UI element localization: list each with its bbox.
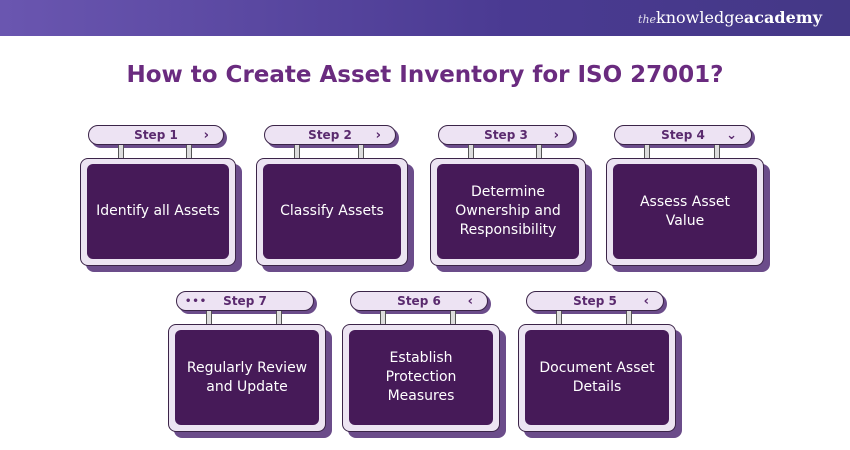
step-frame: Assess Asset Value — [606, 158, 764, 266]
step-text: Assess Asset Value — [613, 164, 757, 259]
header-bar: theknowledgeacademy — [0, 0, 850, 36]
logo-academy: academy — [743, 8, 822, 27]
logo: theknowledgeacademy — [638, 8, 822, 27]
logo-the: the — [638, 13, 657, 26]
post — [556, 311, 562, 325]
step-card-5: Step 5 ‹ Document Asset Details — [518, 291, 676, 439]
step-frame: Establish Protection Measures — [342, 324, 500, 432]
post — [358, 145, 364, 159]
step-tag: Step 6 ‹ — [350, 291, 488, 311]
step-frame: Classify Assets — [256, 158, 408, 266]
step-frame: Document Asset Details — [518, 324, 676, 432]
logo-knowledge: knowledge — [656, 8, 744, 27]
step-text: Regularly Review and Update — [175, 330, 319, 425]
step-card-4: Step 4 ⌄ Assess Asset Value — [606, 125, 764, 273]
step-card-7: ••• Step 7 Regularly Review and Update — [168, 291, 326, 439]
step-card-6: Step 6 ‹ Establish Protection Measures — [342, 291, 500, 439]
post — [714, 145, 720, 159]
step-label: Step 7 — [223, 294, 267, 308]
chevron-down-icon: ⌄ — [726, 127, 737, 143]
step-text: Document Asset Details — [525, 330, 669, 425]
step-frame: Determine Ownership and Responsibility — [430, 158, 586, 266]
post — [276, 311, 282, 325]
step-tag: Step 5 ‹ — [526, 291, 664, 311]
post — [644, 145, 650, 159]
step-text: Classify Assets — [263, 164, 401, 259]
step-label: Step 6 — [397, 294, 441, 308]
step-card-1: Step 1 › Identify all Assets — [80, 125, 236, 273]
post — [468, 145, 474, 159]
step-tag: Step 2 › — [264, 125, 396, 145]
step-label: Step 1 — [134, 128, 178, 142]
post — [626, 311, 632, 325]
post — [380, 311, 386, 325]
step-card-3: Step 3 › Determine Ownership and Respons… — [430, 125, 586, 273]
step-tag: Step 4 ⌄ — [614, 125, 752, 145]
chevron-left-icon: ‹ — [643, 293, 649, 309]
step-text: Determine Ownership and Responsibility — [437, 164, 579, 259]
post — [186, 145, 192, 159]
post — [118, 145, 124, 159]
step-label: Step 5 — [573, 294, 617, 308]
page-title: How to Create Asset Inventory for ISO 27… — [126, 62, 724, 88]
chevron-right-icon: › — [375, 127, 381, 143]
post — [294, 145, 300, 159]
post — [206, 311, 212, 325]
chevron-right-icon: › — [203, 127, 209, 143]
step-label: Step 4 — [661, 128, 705, 142]
step-text: Establish Protection Measures — [349, 330, 493, 425]
step-frame: Regularly Review and Update — [168, 324, 326, 432]
step-tag: Step 3 › — [438, 125, 574, 145]
step-label: Step 3 — [484, 128, 528, 142]
post — [450, 311, 456, 325]
ellipsis-icon: ••• — [185, 295, 208, 307]
chevron-left-icon: ‹ — [467, 293, 473, 309]
post — [536, 145, 542, 159]
chevron-right-icon: › — [553, 127, 559, 143]
step-label: Step 2 — [308, 128, 352, 142]
step-text: Identify all Assets — [87, 164, 229, 259]
step-frame: Identify all Assets — [80, 158, 236, 266]
step-tag: ••• Step 7 — [176, 291, 314, 311]
step-card-2: Step 2 › Classify Assets — [256, 125, 408, 273]
step-tag: Step 1 › — [88, 125, 224, 145]
